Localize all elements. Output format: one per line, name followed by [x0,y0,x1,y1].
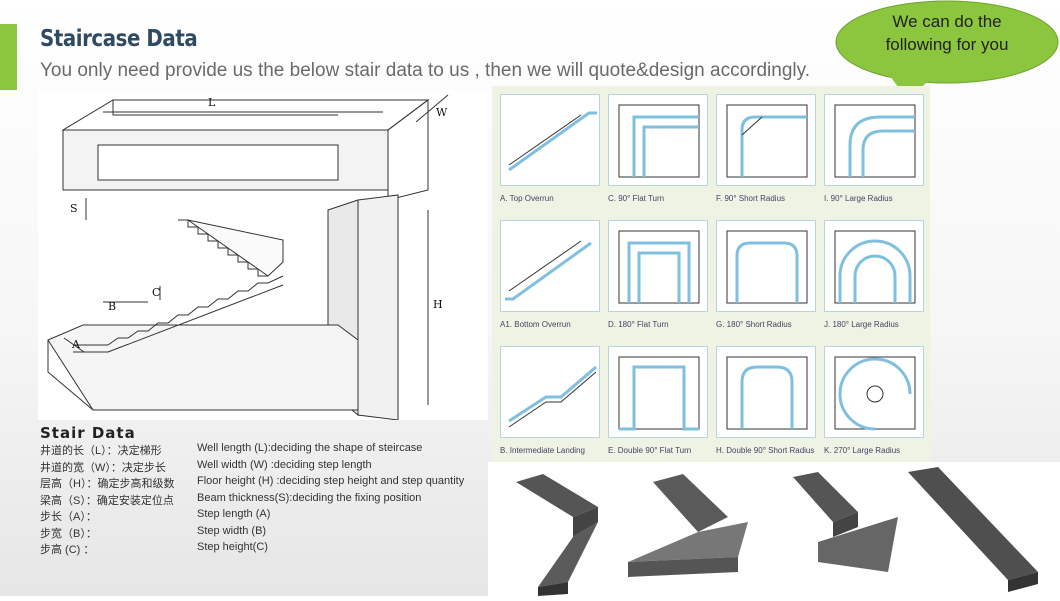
stair-type-label: A1. Bottom Overrun [500,320,571,329]
page-subtitle: You only need provide us the below stair… [40,60,810,81]
l-flat-icon [608,94,708,186]
speech-bubble: We can do the following for you [835,0,1060,100]
label-w: W [436,106,448,119]
stair-type-label: H. Double 90° Short Radius [716,446,815,455]
straight-landing-icon [500,346,600,438]
accent-bar [0,24,17,90]
u-flat-icon [608,220,708,312]
u-large-icon [824,220,924,312]
stair-type-cell: A1. Bottom Overrun [500,220,600,329]
stair-data-row-en: Floor height (H) :deciding step height a… [197,475,465,487]
stair-type-cell: D. 180° Flat Turn [608,220,708,329]
double-short-icon [716,346,816,438]
stair-type-grid: A. Top Overrun C. 90° Flat Turn F. 90° Sho… [492,86,930,462]
stair-type-cell: A. Top Overrun [500,94,600,203]
stair-type-cell: K. 270° Large Radius [824,346,924,455]
stair-type-label: K. 270° Large Radius [824,446,901,455]
stair-type-label: B. Intermediate Landing [500,446,585,455]
label-h: H [433,298,443,311]
straight-bottom-icon [500,220,600,312]
stair-type-label: A. Top Overrun [500,194,554,203]
stair-type-label: J. 180° Large Radius [824,320,899,329]
u-short-icon [716,220,816,312]
stair-data-row-cn: 梁高（S）：确定安装定位点 [40,494,174,507]
stair-type-cell: I. 90° Large Radius [824,94,924,203]
stair-type-cell: G. 180° Short Radius [716,220,816,329]
render-l-stair [793,472,898,572]
stair-data-row-en: Step width (B) [197,524,267,537]
label-c: C [152,286,160,299]
stair-data-title: Stair Data [40,424,136,442]
label-b: B [108,300,116,313]
stair-type-label: F. 90° Short Radius [716,194,786,203]
label-s: S [70,202,78,215]
stair-type-label: G. 180° Short Radius [716,320,792,329]
stair-data-row-cn: 井道的宽（W）：决定步长 [40,461,166,474]
stair-data-row-cn: 井道的长（L）：决定梯形 [40,445,162,457]
stair-type-cell: H. Double 90° Short Radius [716,346,816,455]
stair-type-label: D. 180° Flat Turn [608,320,669,329]
stair-data-row-en: Step length (A) [197,508,271,520]
stair-data-row-en: Beam thickness(S):deciding the fixing po… [197,491,422,504]
stair-data-row-en: Step height(C) [197,541,268,553]
stair-data-row-cn: 层高（H）：确定步高和级数 [40,478,175,490]
page-title: Staircase Data [40,26,198,52]
stair-type-cell: J. 180° Large Radius [824,220,924,329]
stair-type-label: C. 90° Flat Turn [608,194,665,203]
stair-type-cell: C. 90° Flat Turn [608,94,708,203]
label-a: A [71,338,81,351]
stair-diagram: L W S H B C A [38,90,488,421]
stair-type-cell: B. Intermediate Landing [500,346,600,455]
stair-type-label: E. Double 90° Flat Turn [608,446,692,455]
stair-data-row-cn: 步高 (C) ： [40,544,95,556]
render-u-stair [516,474,598,596]
stair-data-row-en: Well length (L):deciding the shape of st… [197,442,423,454]
l-short-icon [716,94,816,186]
stair-type-cell: E. Double 90° Flat Turn [608,346,708,455]
stair-renders [488,462,1060,596]
stair-type-cell: F. 90° Short Radius [716,94,816,203]
stair-type-label: I. 90° Large Radius [824,194,893,203]
label-l: L [208,96,216,109]
spiral-270-icon [824,346,924,438]
double-flat-icon [608,346,708,438]
l-large-icon [824,94,924,186]
bubble-text: We can do the following for you [885,12,1009,54]
stair-data-row-en: Well width (W) :deciding step length [197,458,372,471]
render-straight-landing [628,474,748,577]
stair-data-row-cn: 步长（A）： [40,511,97,523]
render-straight-stair [908,467,1038,592]
stair-data-row-cn: 步宽（B）： [40,527,97,540]
straight-top-icon [500,94,600,186]
